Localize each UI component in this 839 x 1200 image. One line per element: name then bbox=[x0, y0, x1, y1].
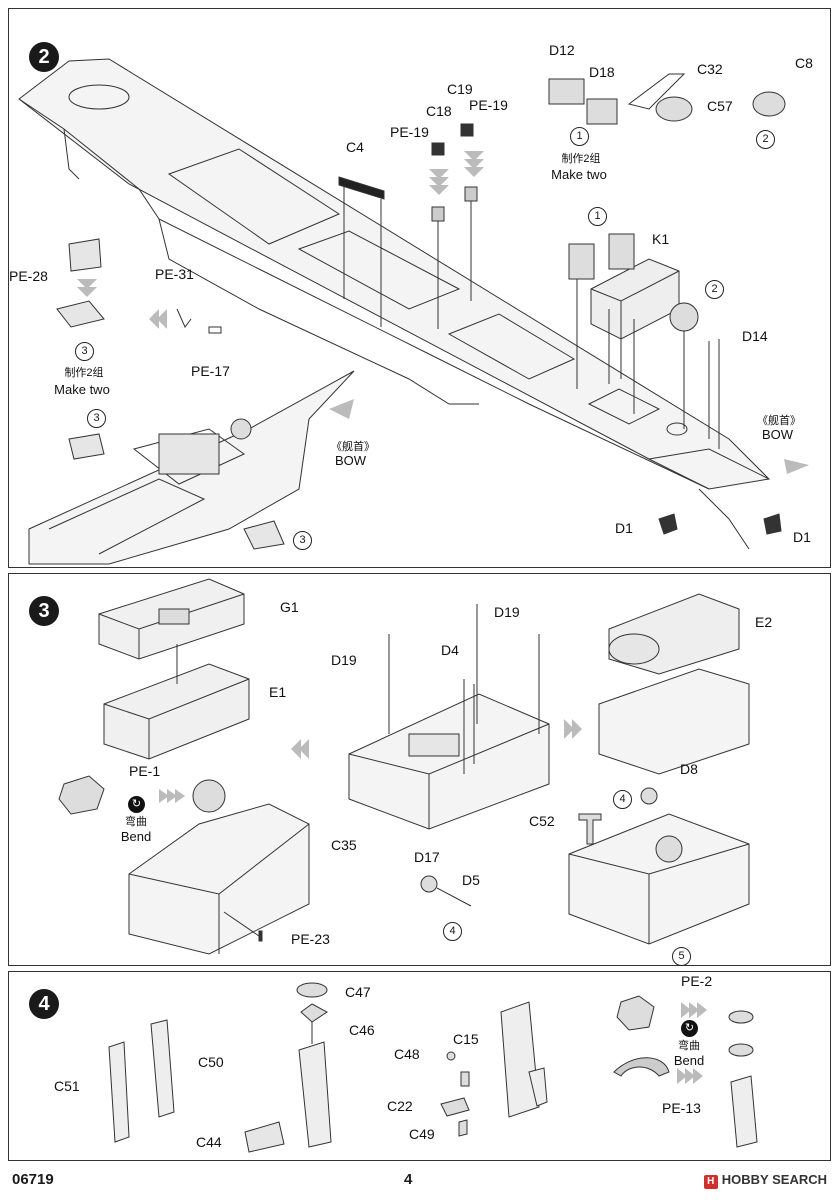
step-4-panel: 4 C47 C46 C50 C51 C44 C15 C48 C22 C49 PE… bbox=[8, 971, 831, 1161]
label-k1: K1 bbox=[652, 231, 670, 247]
label-c4: C4 bbox=[346, 139, 364, 155]
make-two-cn-2: 制作2组 bbox=[64, 367, 104, 379]
label-c50: C50 bbox=[198, 1054, 224, 1070]
label-pe28: PE-28 bbox=[9, 268, 48, 284]
label-d19-left: D19 bbox=[331, 652, 357, 668]
step-4-drawing bbox=[108, 982, 758, 1153]
label-d18: D18 bbox=[589, 64, 615, 80]
label-c47: C47 bbox=[345, 984, 371, 1000]
label-c48: C48 bbox=[394, 1046, 420, 1062]
label-pe19-right: PE-19 bbox=[469, 97, 508, 113]
label-d5: D5 bbox=[462, 872, 480, 888]
label-e1: E1 bbox=[269, 684, 287, 700]
callout-3-bow: 3 bbox=[87, 409, 106, 428]
label-c18: C18 bbox=[426, 103, 452, 119]
bend-label-en-step3: Bend bbox=[120, 829, 152, 844]
step-3-badge: 3 bbox=[29, 596, 59, 626]
label-pe23: PE-23 bbox=[291, 931, 330, 947]
label-d17: D17 bbox=[414, 849, 440, 865]
callout-1-top: 1 bbox=[570, 127, 589, 146]
label-g1: G1 bbox=[280, 599, 299, 615]
label-c51: C51 bbox=[54, 1078, 80, 1094]
callout-2-mid: 2 bbox=[705, 280, 724, 299]
step-2-drawing bbox=[18, 58, 809, 565]
label-c57: C57 bbox=[707, 98, 733, 114]
callout-3-bottom: 3 bbox=[293, 531, 312, 550]
bend-label-cn-step3: 弯曲 bbox=[125, 816, 147, 828]
label-c52: C52 bbox=[529, 813, 555, 829]
label-d8: D8 bbox=[680, 761, 698, 777]
step-4-badge: 4 bbox=[29, 989, 59, 1019]
watermark-logo-icon: H bbox=[703, 1175, 718, 1189]
bend-icon-step3: ↻ bbox=[128, 796, 145, 813]
label-c49: C49 bbox=[409, 1126, 435, 1142]
label-pe2: PE-2 bbox=[681, 973, 713, 989]
make-two-en-2: Make two bbox=[54, 382, 110, 397]
label-pe17: PE-17 bbox=[191, 363, 230, 379]
label-c44: C44 bbox=[196, 1134, 222, 1150]
bow-label-en-right: BOW bbox=[762, 427, 794, 442]
label-c35: C35 bbox=[331, 837, 357, 853]
callout-3-left: 3 bbox=[75, 342, 94, 361]
page-number: 4 bbox=[404, 1171, 413, 1188]
label-e2: E2 bbox=[755, 614, 773, 630]
label-d19-top: D19 bbox=[494, 604, 520, 620]
label-c15: C15 bbox=[453, 1031, 479, 1047]
callout-4-mid: 4 bbox=[443, 922, 462, 941]
label-c8: C8 bbox=[795, 55, 813, 71]
step-2-panel: 2 D12 D18 C32 C8 C57 1 2 制作2组 Make two C… bbox=[8, 8, 831, 568]
label-pe19-left: PE-19 bbox=[390, 124, 429, 140]
label-c32: C32 bbox=[697, 61, 723, 77]
make-two-en: Make two bbox=[551, 167, 607, 182]
step-2-badge: 2 bbox=[29, 42, 59, 72]
label-pe1: PE-1 bbox=[129, 763, 161, 779]
callout-1-mid: 1 bbox=[588, 207, 607, 226]
label-d1-right: D1 bbox=[793, 529, 811, 545]
step-3-drawing bbox=[58, 578, 750, 955]
callout-2-top: 2 bbox=[756, 130, 775, 149]
bow-label-cn-right: 《舰首》 bbox=[757, 415, 801, 427]
label-pe13: PE-13 bbox=[662, 1100, 701, 1116]
step-3-panel: 3 G1 E1 PE-1 ↻ 弯曲 Bend D19 D19 D4 E2 D8 … bbox=[8, 573, 831, 966]
bend-label-en-step4: Bend bbox=[673, 1053, 705, 1068]
bend-icon-step4: ↻ bbox=[681, 1020, 698, 1037]
bow-label-en-left: BOW bbox=[335, 453, 367, 468]
bend-label-cn-step4: 弯曲 bbox=[678, 1040, 700, 1052]
make-two-cn: 制作2组 bbox=[561, 153, 601, 165]
bow-label-cn-left: 《舰首》 bbox=[331, 441, 375, 453]
callout-5: 5 bbox=[672, 947, 691, 966]
product-code: 06719 bbox=[12, 1171, 54, 1188]
label-c46: C46 bbox=[349, 1022, 375, 1038]
label-d12: D12 bbox=[549, 42, 575, 58]
label-c22: C22 bbox=[387, 1098, 413, 1114]
label-c19: C19 bbox=[447, 81, 473, 97]
callout-4-right: 4 bbox=[613, 790, 632, 809]
label-pe31: PE-31 bbox=[155, 266, 194, 282]
watermark-text: HOBBY SEARCH bbox=[721, 1172, 827, 1187]
label-d4: D4 bbox=[441, 642, 459, 658]
label-d1-left: D1 bbox=[615, 520, 633, 536]
label-d14: D14 bbox=[742, 328, 768, 344]
